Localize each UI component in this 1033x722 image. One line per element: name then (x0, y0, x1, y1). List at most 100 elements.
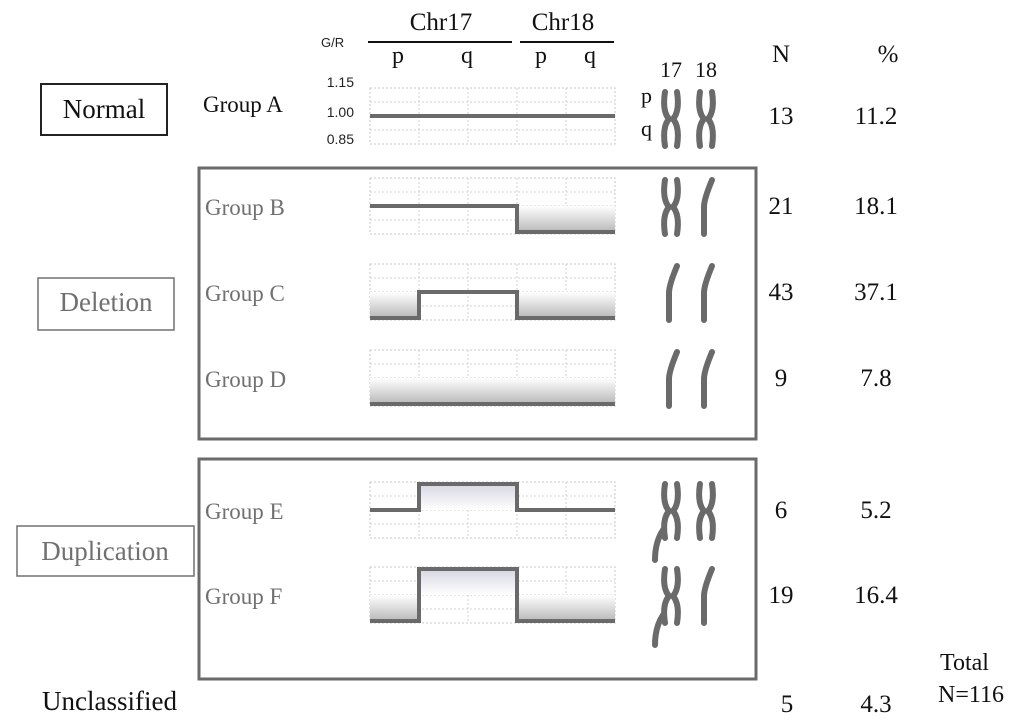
unclassified-pct: 4.3 (860, 691, 891, 718)
group-name: Group F (205, 584, 282, 609)
group-row: Group D 9 7.8 (205, 349, 892, 409)
category-duplication-box (16, 525, 195, 577)
category-duplication-label: Duplication (41, 536, 169, 566)
group-pct-value: 7.8 (860, 365, 891, 392)
chromosome-ideogram (661, 89, 716, 149)
loss-shade (370, 292, 419, 318)
profile-panel (369, 87, 616, 145)
loss-shade (566, 378, 615, 404)
gain-shade (419, 484, 468, 510)
ideogram-q-label: q (641, 116, 652, 141)
chromosome-ideogram (666, 263, 715, 323)
chr17-q-label: q (461, 43, 473, 69)
chromosome-18-icon (701, 349, 715, 409)
group-n-value: 6 (775, 497, 788, 524)
chromosome-17-icon (652, 481, 681, 563)
deletion-frame (197, 166, 758, 441)
chr17-p-label: p (392, 43, 404, 69)
chromosome-18-icon (701, 566, 715, 626)
profile-panel (369, 566, 616, 624)
duplication-frame (197, 457, 758, 681)
column-pct-header: % (878, 41, 899, 68)
chromosome-17-icon (652, 566, 681, 648)
ideogram-17-label: 17 (660, 57, 682, 82)
chromosome-18-icon (696, 481, 716, 541)
category-deletion: Deletion (37, 277, 175, 331)
chr18-q-label: q (584, 43, 596, 69)
group-row: Group B 21 18.1 (205, 177, 898, 237)
gain-shade (419, 569, 468, 595)
profile-line (370, 290, 615, 320)
loss-shade (566, 595, 615, 621)
chromosome-17-icon (661, 177, 681, 237)
profile-panel (369, 177, 616, 235)
profile-panel (369, 263, 616, 321)
group-pct-value: 18.1 (854, 193, 898, 220)
gain-shade (468, 484, 517, 510)
chromosome-ideogram (652, 566, 715, 648)
category-normal-label: Normal (63, 94, 145, 124)
loss-shade (468, 378, 517, 404)
total-value: N=116 (938, 682, 1004, 708)
category-deletion-box (37, 277, 175, 331)
group-n-value: 13 (769, 103, 794, 130)
profile-panel (369, 481, 616, 539)
loss-shade (370, 378, 419, 404)
chr17-label: Chr17 (410, 9, 473, 36)
category-normal-box (40, 83, 168, 136)
loss-shade (566, 206, 615, 232)
loss-shade (370, 595, 419, 621)
y-tick-mid: 1.00 (327, 104, 354, 120)
loss-shade (566, 292, 615, 318)
loss-shade (517, 206, 566, 232)
column-n-header: N (772, 41, 790, 68)
chr18-p-label: p (535, 43, 547, 69)
group-n-value: 9 (775, 365, 788, 392)
chromosome-18-icon (696, 89, 716, 149)
profile-panel (369, 349, 616, 407)
axis-label-gr: G/R (321, 35, 344, 50)
category-unclassified-label: Unclassified (42, 686, 177, 716)
chromosome-18-icon (701, 263, 715, 323)
group-name: Group B (205, 195, 285, 220)
y-tick-low: 0.85 (327, 131, 354, 147)
chromosome-18-icon (701, 177, 715, 237)
loss-shade (419, 378, 468, 404)
chromosome-17-icon (666, 263, 680, 323)
profile-line (370, 567, 615, 623)
total-label: Total (940, 650, 989, 676)
chromosome-ideogram (666, 349, 715, 409)
loss-shade (517, 595, 566, 621)
loss-shade (517, 292, 566, 318)
chr18-label: Chr18 (532, 9, 595, 36)
category-duplication: Duplication (16, 525, 195, 577)
group-n-value: 19 (769, 582, 794, 609)
chromosome-17-icon (661, 89, 681, 149)
group-name: Group D (205, 367, 286, 392)
group-name: Group E (205, 499, 284, 524)
group-n-value: 43 (769, 279, 794, 306)
group-name: Group A (203, 92, 283, 117)
chromosome-ideogram (661, 177, 715, 237)
group-n-value: 21 (769, 193, 794, 220)
loss-shade (517, 378, 566, 404)
profile-line (370, 482, 615, 512)
group-pct-value: 5.2 (860, 497, 891, 524)
ideogram-p-label: p (641, 83, 652, 108)
profile-line (370, 204, 615, 234)
chromosome-ideogram (652, 481, 716, 563)
group-row: Group F 19 16.4 (205, 566, 898, 648)
category-deletion-label: Deletion (60, 287, 153, 317)
group-pct-value: 16.4 (854, 582, 898, 609)
header: G/R Chr17 Chr18 p q p q 1.15 1.00 0.85 1… (321, 9, 898, 147)
category-normal: Normal (40, 83, 168, 136)
ideogram-18-label: 18 (695, 57, 717, 82)
group-row: Group E 6 5.2 (205, 481, 892, 563)
unclassified-n: 5 (781, 691, 794, 718)
gain-shade (468, 569, 517, 595)
